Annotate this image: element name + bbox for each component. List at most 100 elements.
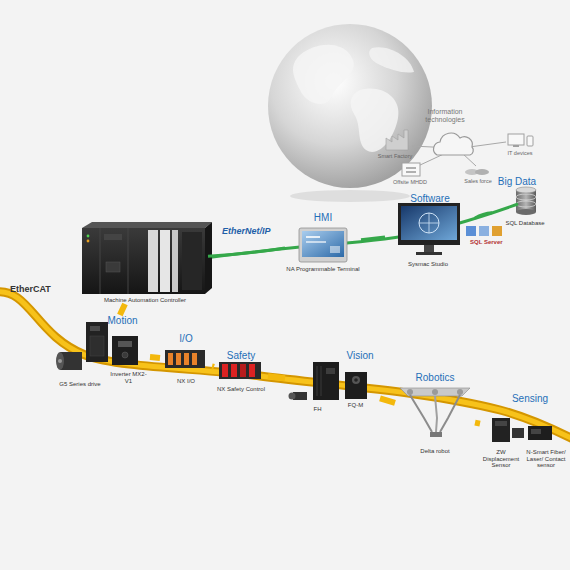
device-caption: Machine Automation Controller [90, 297, 200, 304]
sensing-illustration-part [528, 426, 552, 440]
it-network-part [475, 169, 489, 175]
controller-illustration-part [160, 230, 170, 292]
hmi-illustration-part [306, 236, 320, 238]
group-heading: Sensing [500, 393, 560, 404]
it-network-part [402, 163, 420, 176]
safety-illustration-part [249, 364, 255, 377]
robot-illustration-part [440, 395, 460, 432]
it-network-part [406, 167, 416, 169]
safety-illustration-part [240, 364, 246, 377]
hmi-illustration-part [302, 231, 344, 257]
device-group: RoboticsDelta robot [395, 372, 475, 458]
icon-label: Smart Factory [375, 153, 415, 159]
ethercat-link [120, 304, 125, 315]
database-icon-part [516, 194, 536, 200]
it-network-part [508, 134, 524, 145]
safety-illustration-part [222, 364, 228, 377]
big-data-node: Big DataSQL Database [492, 176, 562, 228]
device-caption: NX Safety Control [214, 386, 268, 393]
safety-illustration-part [231, 364, 237, 377]
device-caption: NX I/O [160, 378, 212, 385]
motion-illustration-part [86, 322, 108, 362]
group-heading: Software [385, 193, 475, 204]
group-heading: Robotics [395, 372, 475, 383]
controller-illustration-part [82, 222, 212, 228]
controller-illustration-part [104, 234, 122, 240]
vision-illustration-part [313, 362, 339, 400]
ethernet-ip-link [361, 237, 385, 240]
group-heading: Big Data [492, 176, 542, 187]
vision-illustration [289, 362, 368, 400]
robot-illustration-part [435, 396, 437, 432]
ethernet-ip-link [208, 248, 285, 256]
database-icon-part [516, 201, 536, 207]
software-illustration-part [424, 245, 434, 252]
logo-label: SQL Server [470, 239, 510, 245]
group-label: Information technologies [415, 108, 475, 124]
controller-illustration-part [82, 228, 205, 294]
hmi-illustration-part [306, 241, 326, 243]
controller-illustration-part [106, 262, 120, 272]
sensing-illustration-part [512, 428, 524, 438]
device-caption: FQ-M [343, 402, 368, 409]
software-node: SoftwareSysmac Studio [385, 193, 475, 271]
robot-illustration-part [457, 389, 463, 395]
vision-illustration-part [354, 378, 358, 382]
globe-part [369, 47, 414, 72]
it-network-part [513, 145, 519, 147]
hmi-illustration-part [299, 228, 347, 262]
it-network-part [527, 136, 533, 146]
device-caption: FH [305, 406, 330, 413]
controller-illustration-part [205, 222, 212, 294]
icon-label: Sales force [460, 178, 496, 184]
sensing-illustration-part [531, 429, 541, 434]
database-icon-part [516, 187, 536, 193]
hmi-illustration [299, 228, 347, 262]
robot-illustration [400, 388, 470, 437]
robot-illustration-part [430, 432, 442, 437]
sensing-illustration [492, 418, 552, 442]
io-illustration [165, 350, 205, 368]
vision-illustration-part [352, 376, 360, 384]
device-group: VisionFHFQ-M [285, 350, 380, 418]
safety-illustration [219, 362, 261, 379]
hmi-node: HMINA Programmable Terminal [285, 212, 361, 276]
globe-part [290, 190, 410, 202]
ethercat-link [268, 376, 285, 378]
ethercat-link [475, 423, 480, 424]
database-icon-part [516, 209, 536, 215]
io-illustration-part [184, 353, 189, 365]
group-heading: Motion [95, 315, 150, 326]
device-caption: Inverter MX2-V1 [107, 371, 150, 384]
sensing-illustration-part [495, 421, 507, 426]
ethercat-link [150, 354, 160, 361]
motion-illustration-part [90, 326, 100, 331]
io-illustration-part [168, 353, 173, 365]
ethercat-bus-part [0, 292, 570, 440]
motion-illustration-part [118, 341, 132, 347]
device-caption: Delta robot [395, 448, 475, 455]
controller-illustration-part [87, 240, 90, 243]
device-caption: Sysmac Studio [393, 261, 463, 268]
device-group: SensingZW Displacement SensorN-Smart Fib… [480, 393, 568, 471]
safety-illustration-part [219, 362, 261, 379]
io-illustration-part [176, 353, 181, 365]
controller-illustration-part [87, 235, 90, 238]
device-caption: G5 Series drive [55, 381, 105, 388]
device-caption: N-Smart Fiber/ Laser/ Contact sensor [524, 449, 568, 469]
motion-illustration-part [58, 359, 62, 363]
controller-node: Machine Automation Controller [80, 222, 208, 304]
globe [268, 24, 432, 202]
group-heading: HMI [285, 212, 361, 223]
software-illustration-part [492, 226, 502, 236]
vision-illustration-part [326, 368, 335, 374]
ethernet-ip-link [475, 213, 492, 218]
device-group: SafetyNX Safety Control [214, 350, 268, 396]
vision-illustration-part [289, 393, 296, 400]
motion-illustration-part [122, 352, 128, 358]
